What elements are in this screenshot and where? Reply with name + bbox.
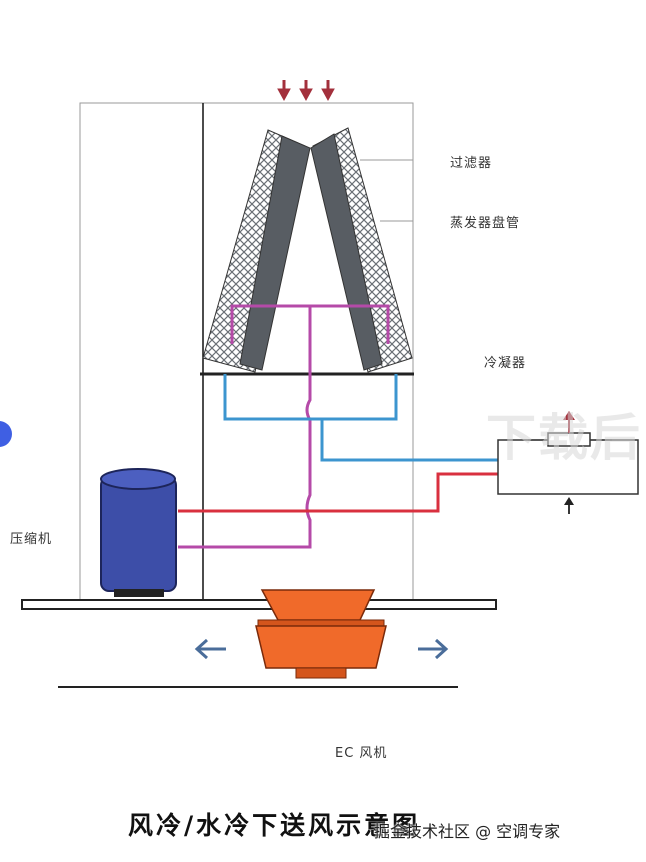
compressor (100, 468, 177, 597)
watermark-text: 下载后 (486, 409, 642, 467)
discharge-line (178, 472, 498, 513)
airflow-in-arrow (299, 80, 313, 102)
compressor-label: 压缩机 (10, 532, 53, 547)
ec-fan-label: EC 风机 (335, 746, 388, 761)
evaporator-coil-left (202, 129, 311, 373)
liquid-line (223, 374, 498, 462)
raised-floor-plate (21, 599, 497, 610)
blue-dot-marker (0, 421, 12, 447)
evaporator-label: 蒸发器盘管 (450, 216, 521, 231)
airflow-out-arrow-left (194, 638, 226, 660)
filter-label: 过滤器 (450, 156, 493, 171)
suction-line (178, 304, 390, 549)
condenser-label: 冷凝器 (484, 356, 527, 371)
condenser-exhaust-arrow (563, 411, 575, 433)
condenser-intake-arrow (564, 497, 574, 514)
airflow-in-arrows (277, 80, 335, 102)
airflow-in-arrow (321, 80, 335, 102)
ec-fan (255, 589, 387, 679)
diagram-title: 风冷/水冷下送风示意图 (128, 811, 421, 840)
condenser-box (497, 439, 639, 495)
airflow-in-arrow (277, 80, 291, 102)
evaporator-coil-right (310, 127, 413, 373)
airflow-out-arrow-right (418, 638, 449, 660)
credit-watermark: 掘金技术社区 @ 空调专家 (374, 822, 561, 841)
